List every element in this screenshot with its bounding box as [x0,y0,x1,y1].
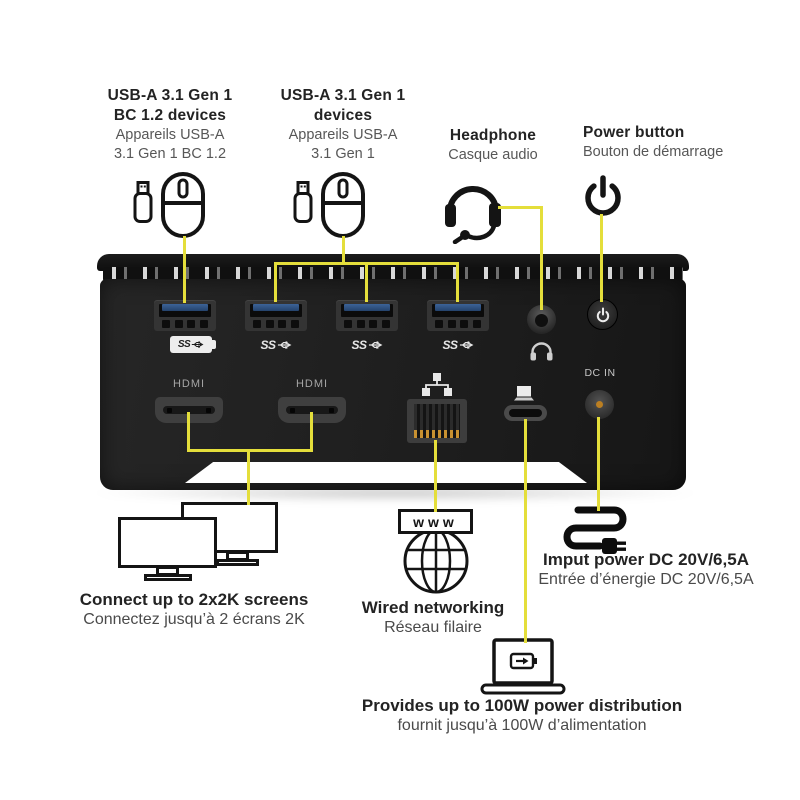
callout-screens: Connect up to 2x2K screens Connectez jus… [28,589,360,630]
connector-usb-bc [183,236,186,303]
usb-c-port [504,405,547,421]
usb-trident-icon [459,340,473,349]
monitor-back-base [216,559,259,566]
ethernet-pins [414,430,460,438]
connector-headphone-v [540,206,543,310]
network-icon [422,373,452,396]
callout-power-input-title: Imput power DC 20V/6,5A [543,550,749,569]
callout-power-delivery-sub: fournit jusqu’à 100W d’alimentation [397,717,647,734]
connector-usb-feed [342,236,345,264]
usb-blue-tongue [435,304,481,311]
globe-icon [403,528,469,594]
usb-blue-tongue [344,304,390,311]
callout-power-input: Imput power DC 20V/6,5A Entrée d’énergie… [518,549,774,590]
connector-hdmi-drop [247,449,250,505]
label-usb-bc-sub-2: 3.1 Gen 1 BC 1.2 [113,146,227,162]
connector-hdmi-2 [310,412,313,452]
label-usb-title-1: USB-A 3.1 Gen 1 [280,87,406,104]
power-button [587,299,618,330]
usb-trident-icon [277,340,291,349]
ss-usb-logo: SS [439,337,477,352]
headset-icon [445,185,501,244]
label-usb-bc-title-1: USB-A 3.1 Gen 1 [107,87,233,104]
connector-headphone-h [498,206,543,209]
hdmi-label-2: HDMI [295,378,329,390]
dc-in-jack [585,390,614,419]
connector-hdmi-1 [187,412,190,452]
label-headphone: Headphone Casque audio [418,126,568,165]
callout-screens-sub: Connectez jusqu’à 2 écrans 2K [83,611,305,628]
headphone-glyph-icon [530,342,553,361]
label-usb: USB-A 3.1 Gen 1 devices Appareils USB-A … [243,86,443,164]
ss-usb-logo: SS [257,337,295,352]
usb-blue-tongue [162,304,208,311]
usb-a-port-1 [154,300,216,331]
connector-usb-drop-1 [274,262,277,302]
laptop-charging-icon [480,638,566,695]
label-power-button-sub: Bouton de démarrage [583,144,724,160]
connector-power-button [600,214,603,302]
callout-network-title: Wired networking [361,598,505,617]
connector-hdmi-bracket [187,449,313,452]
connector-usb-drop-3 [456,262,459,302]
usb-blue-tongue [253,304,299,311]
connector-dc-in [597,417,600,511]
power-cable-icon [563,506,627,554]
dc-in-label: DC IN [584,367,616,379]
usb-a-port-4 [427,300,489,331]
label-usb-sub-1: Appareils USB-A [288,127,398,143]
www-banner: www [398,509,473,534]
callout-screens-title: Connect up to 2x2K screens [79,590,309,609]
hdmi-label-1: HDMI [172,378,206,390]
callout-network: Wired networking Réseau filaire [343,597,523,638]
laptop-glyph-icon [514,386,534,401]
label-headphone-title: Headphone [449,127,537,144]
usb-a-port-3 [336,300,398,331]
label-usb-bc-title-2: BC 1.2 devices [113,107,227,124]
monitor-front-base [144,574,192,581]
ethernet-port [407,399,467,443]
connector-usb-drop-2 [365,262,368,302]
connector-ethernet [434,440,437,512]
label-power-button-title: Power button [583,124,685,141]
dock-bottom-arch-cutout [185,462,587,483]
label-usb-bc-sub-1: Appareils USB-A [115,127,225,143]
ss-battery-charging-logo: SS [170,336,216,353]
label-usb-bc: USB-A 3.1 Gen 1 BC 1.2 devices Appareils… [70,86,270,164]
power-glyph-icon [596,307,609,322]
ss-usb-logo: SS [348,337,386,352]
label-usb-title-2: devices [313,107,373,124]
monitor-front-icon [118,517,217,568]
usb-stick-icon [293,181,313,223]
callout-power-delivery: Provides up to 100W power distribution f… [322,695,722,736]
usb-trident-icon [368,340,382,349]
label-usb-sub-2: 3.1 Gen 1 [311,146,375,162]
callout-power-input-sub: Entrée d’énergie DC 20V/6,5A [538,571,754,588]
callout-power-delivery-title: Provides up to 100W power distribution [361,696,683,715]
mouse-icon [321,172,365,238]
mouse-icon [161,172,205,238]
usb-a-port-2 [245,300,307,331]
usb-stick-icon [133,181,153,223]
label-power-button: Power button Bouton de démarrage [583,123,768,162]
dock-vent-grille [103,267,683,281]
label-headphone-sub: Casque audio [448,147,538,163]
power-icon [585,175,621,216]
usb-trident-icon [191,341,204,348]
callout-network-sub: Réseau filaire [384,619,482,636]
dc-in-pin [596,401,603,408]
connector-usbc [524,419,527,643]
